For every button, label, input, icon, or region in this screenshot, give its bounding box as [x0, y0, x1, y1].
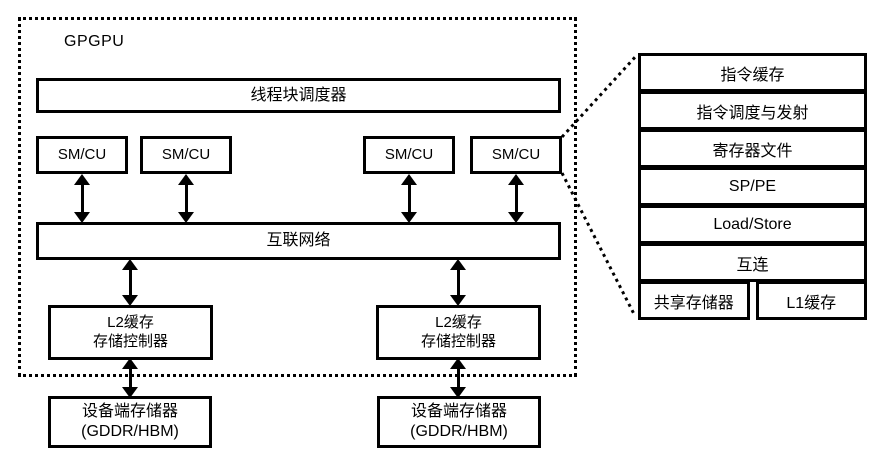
instruction-dispatch-label: 指令调度与发射 [696, 104, 809, 122]
sm-cu-label-3: SM/CU [384, 145, 434, 163]
sm-cu-box-4: SM/CU [470, 136, 562, 174]
thread-block-scheduler-box: 线程块调度器 [36, 78, 561, 113]
device-memory-type-2: (GDDR/HBM) [410, 423, 508, 440]
l2-cache-label-1: L2缓存 [107, 313, 154, 331]
l2-cache-label-2: L2缓存 [435, 313, 482, 331]
load-store-label: Load/Store [713, 215, 792, 233]
gpgpu-dashed-boundary [18, 17, 577, 377]
double-arrow-smcu4-interconnect [508, 174, 524, 223]
double-arrow-interconnect-l2-2 [450, 259, 466, 306]
sm-detail-panel: 指令缓存 指令调度与发射 寄存器文件 SP/PE Load/Store 互连 共… [638, 53, 867, 320]
instruction-cache-label: 指令缓存 [720, 66, 785, 84]
interconnect-network-box: 互联网络 [36, 222, 561, 260]
memory-controller-label-1: 存储控制器 [92, 332, 168, 350]
sm-cu-box-2: SM/CU [140, 136, 232, 174]
sm-cu-label-1: SM/CU [57, 145, 107, 163]
l1-cache-label: L1缓存 [786, 294, 837, 312]
register-file-label: 寄存器文件 [712, 142, 793, 160]
sm-cu-label-4: SM/CU [491, 145, 541, 163]
double-arrow-smcu2-interconnect [178, 174, 194, 223]
double-arrow-interconnect-l2-1 [122, 259, 138, 306]
l2-cache-memory-controller-box-1: L2缓存 存储控制器 [48, 305, 213, 360]
thread-block-scheduler-label: 线程块调度器 [250, 86, 347, 104]
double-arrow-smcu1-interconnect [74, 174, 90, 223]
sm-cu-box-1: SM/CU [36, 136, 128, 174]
double-arrow-smcu3-interconnect [401, 174, 417, 223]
device-memory-label-2: 设备端存储器 [410, 403, 507, 420]
shared-memory-box: 共享存储器 [638, 281, 750, 320]
sm-detail-row-instruction-cache: 指令缓存 [638, 53, 867, 92]
double-arrow-l2-devicememory-1 [122, 358, 138, 398]
sm-detail-row-register-file: 寄存器文件 [638, 129, 867, 168]
double-arrow-l2-devicememory-2 [450, 358, 466, 398]
sm-interconnect-label: 互连 [736, 256, 769, 274]
device-memory-box-1: 设备端存储器 (GDDR/HBM) [48, 396, 212, 448]
interconnect-network-label: 互联网络 [266, 232, 331, 249]
sm-detail-row-instruction-dispatch: 指令调度与发射 [638, 91, 867, 130]
l1-cache-box: L1缓存 [755, 281, 867, 320]
shared-memory-label: 共享存储器 [653, 294, 734, 312]
memory-controller-label-2: 存储控制器 [420, 332, 496, 350]
l2-cache-memory-controller-box-2: L2缓存 存储控制器 [376, 305, 541, 360]
sp-pe-label: SP/PE [728, 177, 777, 195]
sm-cu-box-3: SM/CU [363, 136, 455, 174]
device-memory-box-2: 设备端存储器 (GDDR/HBM) [377, 396, 541, 448]
sm-cu-label-2: SM/CU [161, 145, 211, 163]
device-memory-type-1: (GDDR/HBM) [81, 423, 179, 440]
sm-detail-row-interconnect: 互连 [638, 243, 867, 282]
sm-detail-bottom-row: 共享存储器 L1缓存 [638, 281, 867, 320]
gpgpu-title: GPGPU [64, 33, 125, 50]
sm-detail-row-load-store: Load/Store [638, 205, 867, 244]
sm-detail-row-sp-pe: SP/PE [638, 167, 867, 206]
device-memory-label-1: 设备端存储器 [81, 403, 178, 420]
